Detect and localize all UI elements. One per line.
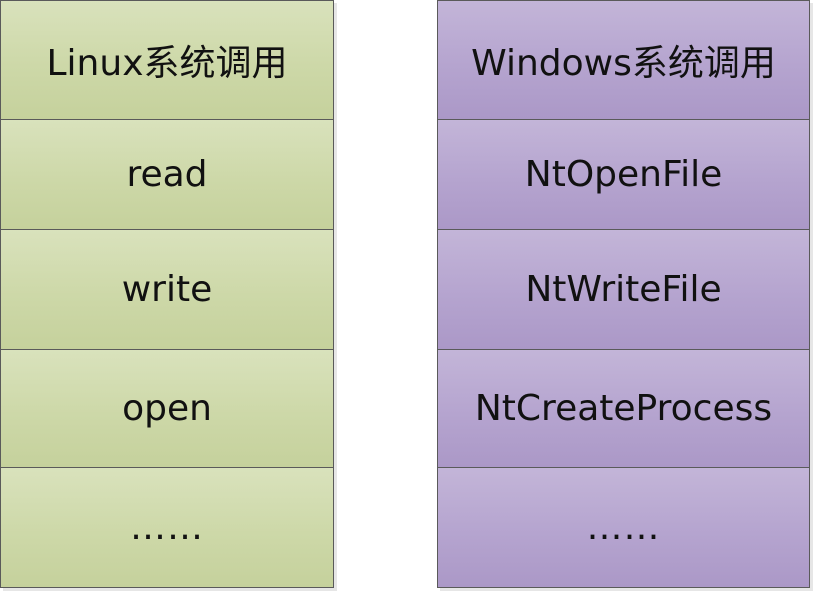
linux-syscall-open: open xyxy=(0,350,334,468)
windows-column-shadow-right xyxy=(810,3,813,591)
windows-syscall-ntwritefile: NtWriteFile xyxy=(437,230,810,350)
linux-column-shadow-bottom xyxy=(3,588,337,591)
windows-syscall-ellipsis: …… xyxy=(437,468,810,588)
windows-syscall-column: Windows系统调用 NtOpenFile NtWriteFile NtCre… xyxy=(437,0,810,588)
windows-syscall-ntcreateprocess: NtCreateProcess xyxy=(437,350,810,468)
windows-column-shadow-bottom xyxy=(440,588,813,591)
linux-column-header: Linux系统调用 xyxy=(0,0,334,120)
linux-syscall-column: Linux系统调用 read write open …… xyxy=(0,0,334,588)
windows-syscall-ntopenfile: NtOpenFile xyxy=(437,120,810,230)
linux-syscall-read: read xyxy=(0,120,334,230)
linux-column-shadow-right xyxy=(334,3,337,591)
linux-syscall-ellipsis: …… xyxy=(0,468,334,588)
linux-syscall-write: write xyxy=(0,230,334,350)
windows-column-header: Windows系统调用 xyxy=(437,0,810,120)
